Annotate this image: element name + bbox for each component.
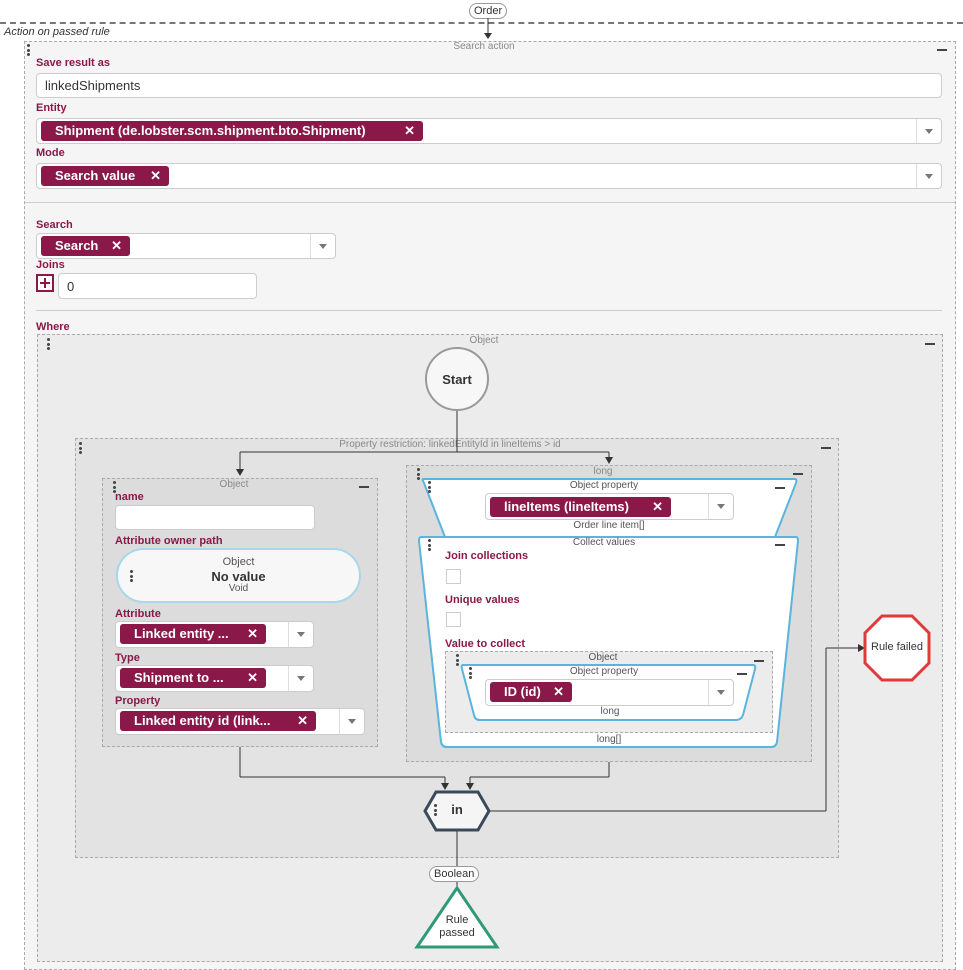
owner-value: No value — [211, 569, 266, 584]
join-checkbox[interactable] — [446, 569, 461, 584]
type-chip[interactable]: Shipment to ...✕ — [120, 668, 266, 688]
type-label: Type — [115, 652, 140, 664]
kebab-icon[interactable] — [456, 654, 460, 668]
chevron-down-icon[interactable] — [288, 666, 313, 691]
minus-icon[interactable] — [359, 486, 369, 488]
close-icon[interactable]: ✕ — [247, 670, 258, 685]
value-label: Value to collect — [445, 638, 526, 650]
objprop-title: Object property — [569, 480, 639, 491]
chevron-down-icon[interactable] — [916, 119, 941, 143]
minus-icon[interactable] — [775, 544, 785, 546]
minus-icon[interactable] — [821, 447, 831, 449]
minus-icon[interactable] — [775, 487, 785, 489]
boolean-node: Boolean — [429, 866, 480, 882]
unique-checkbox[interactable] — [446, 612, 461, 627]
attribute-label: Attribute — [115, 608, 161, 620]
close-icon[interactable]: ✕ — [553, 684, 564, 699]
objprop-type: Order line item[] — [573, 520, 645, 531]
entity-chip[interactable]: Shipment (de.lobster.scm.shipment.bto.Sh… — [41, 121, 423, 141]
kebab-icon[interactable] — [27, 44, 31, 58]
close-icon[interactable]: ✕ — [150, 168, 161, 183]
minus-icon[interactable] — [754, 660, 764, 662]
owner-path-node[interactable] — [116, 548, 361, 603]
search-chip[interactable]: Search✕ — [41, 236, 130, 256]
rule-failed-node[interactable]: Rule failed — [871, 641, 923, 653]
section-title: Action on passed rule — [4, 26, 110, 38]
start-node[interactable]: Start — [425, 347, 489, 411]
minus-icon[interactable] — [793, 473, 803, 475]
kebab-icon[interactable] — [434, 804, 438, 818]
property-label: Property — [115, 695, 161, 707]
long-panel-title: long — [593, 466, 613, 477]
inner-object-title: Object — [588, 652, 618, 663]
kebab-icon[interactable] — [47, 338, 51, 352]
minus-icon[interactable] — [937, 49, 947, 51]
chevron-down-icon[interactable] — [310, 234, 335, 258]
divider — [25, 202, 955, 203]
attribute-chip[interactable]: Linked entity ...✕ — [120, 624, 266, 644]
top-dashed-line — [0, 22, 963, 24]
entity-label: Entity — [36, 102, 67, 114]
search-action-title: Search action — [453, 41, 515, 52]
left-object-title: Object — [219, 479, 249, 490]
in-node[interactable]: in — [451, 802, 463, 817]
close-icon[interactable]: ✕ — [247, 626, 258, 641]
restriction-title: Property restriction: linkedEntityId in … — [339, 439, 561, 450]
chevron-down-icon[interactable] — [708, 680, 733, 705]
kebab-icon[interactable] — [428, 539, 432, 553]
rule-passed-node[interactable]: Rule passed — [439, 914, 475, 939]
owner-type: Void — [228, 583, 249, 594]
mode-label: Mode — [36, 147, 65, 159]
close-icon[interactable]: ✕ — [404, 123, 415, 138]
objprop-chip[interactable]: lineItems (lineItems)✕ — [490, 497, 671, 517]
join-label: Join collections — [445, 550, 529, 562]
mode-chip[interactable]: Search value✕ — [41, 166, 169, 186]
mode-select[interactable] — [36, 163, 942, 189]
object-panel-title: Object — [469, 335, 499, 346]
collect-type: long[] — [596, 734, 622, 745]
close-icon[interactable]: ✕ — [652, 499, 663, 514]
chevron-down-icon[interactable] — [339, 709, 364, 734]
chevron-down-icon[interactable] — [708, 494, 733, 519]
close-icon[interactable]: ✕ — [297, 713, 308, 728]
joins-label: Joins — [36, 259, 65, 271]
minus-icon[interactable] — [925, 343, 935, 345]
inner-prop-chip[interactable]: ID (id)✕ — [490, 682, 572, 702]
where-label: Where — [36, 321, 70, 333]
minus-icon[interactable] — [737, 673, 747, 675]
joins-input[interactable]: 0 — [58, 273, 257, 299]
kebab-icon[interactable] — [79, 442, 83, 456]
kebab-icon[interactable] — [113, 481, 117, 495]
unique-label: Unique values — [445, 594, 520, 606]
property-chip[interactable]: Linked entity id (link...✕ — [120, 711, 316, 731]
kebab-icon[interactable] — [469, 667, 473, 681]
chevron-down-icon[interactable] — [288, 622, 313, 647]
kebab-icon[interactable] — [428, 481, 432, 495]
save-result-label: Save result as — [36, 57, 110, 69]
kebab-icon[interactable] — [130, 570, 134, 584]
divider — [36, 310, 942, 311]
search-label: Search — [36, 219, 73, 231]
order-node[interactable]: Order — [469, 3, 508, 19]
inner-prop-title: Object property — [569, 666, 639, 677]
order-connector — [484, 18, 492, 39]
name-label: name — [115, 491, 144, 503]
plus-icon[interactable] — [36, 274, 54, 292]
collect-title: Collect values — [572, 537, 636, 548]
owner-object-title: Object — [222, 556, 255, 568]
inner-prop-type: long — [600, 706, 620, 717]
close-icon[interactable]: ✕ — [111, 238, 122, 253]
owner-path-label: Attribute owner path — [115, 535, 223, 547]
kebab-icon[interactable] — [417, 468, 421, 482]
chevron-down-icon[interactable] — [916, 164, 941, 188]
name-input[interactable] — [115, 505, 315, 530]
save-result-input[interactable]: linkedShipments — [36, 73, 942, 98]
